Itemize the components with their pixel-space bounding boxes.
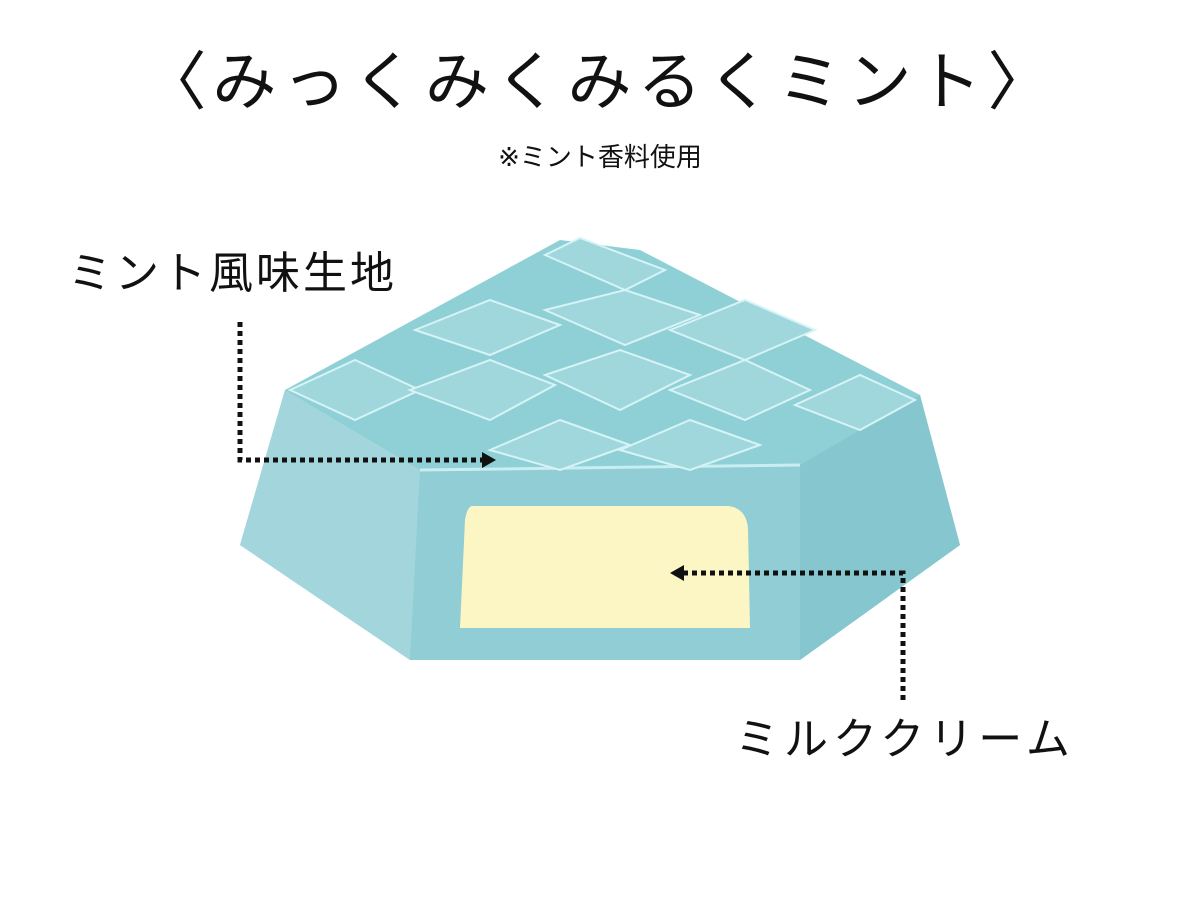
arrow-filling [670, 565, 906, 700]
cream-filling [460, 506, 750, 628]
arrow-outer-layer [237, 322, 496, 468]
flavor-note: ※ミント香料使用 [498, 143, 702, 173]
product-title: 〈みっくみくみるくミント〉 [142, 46, 1058, 120]
label-filling: ミルククリーム [735, 714, 1075, 765]
checker-tiles [287, 236, 918, 472]
label-outer-layer: ミント風味生地 [68, 248, 397, 299]
